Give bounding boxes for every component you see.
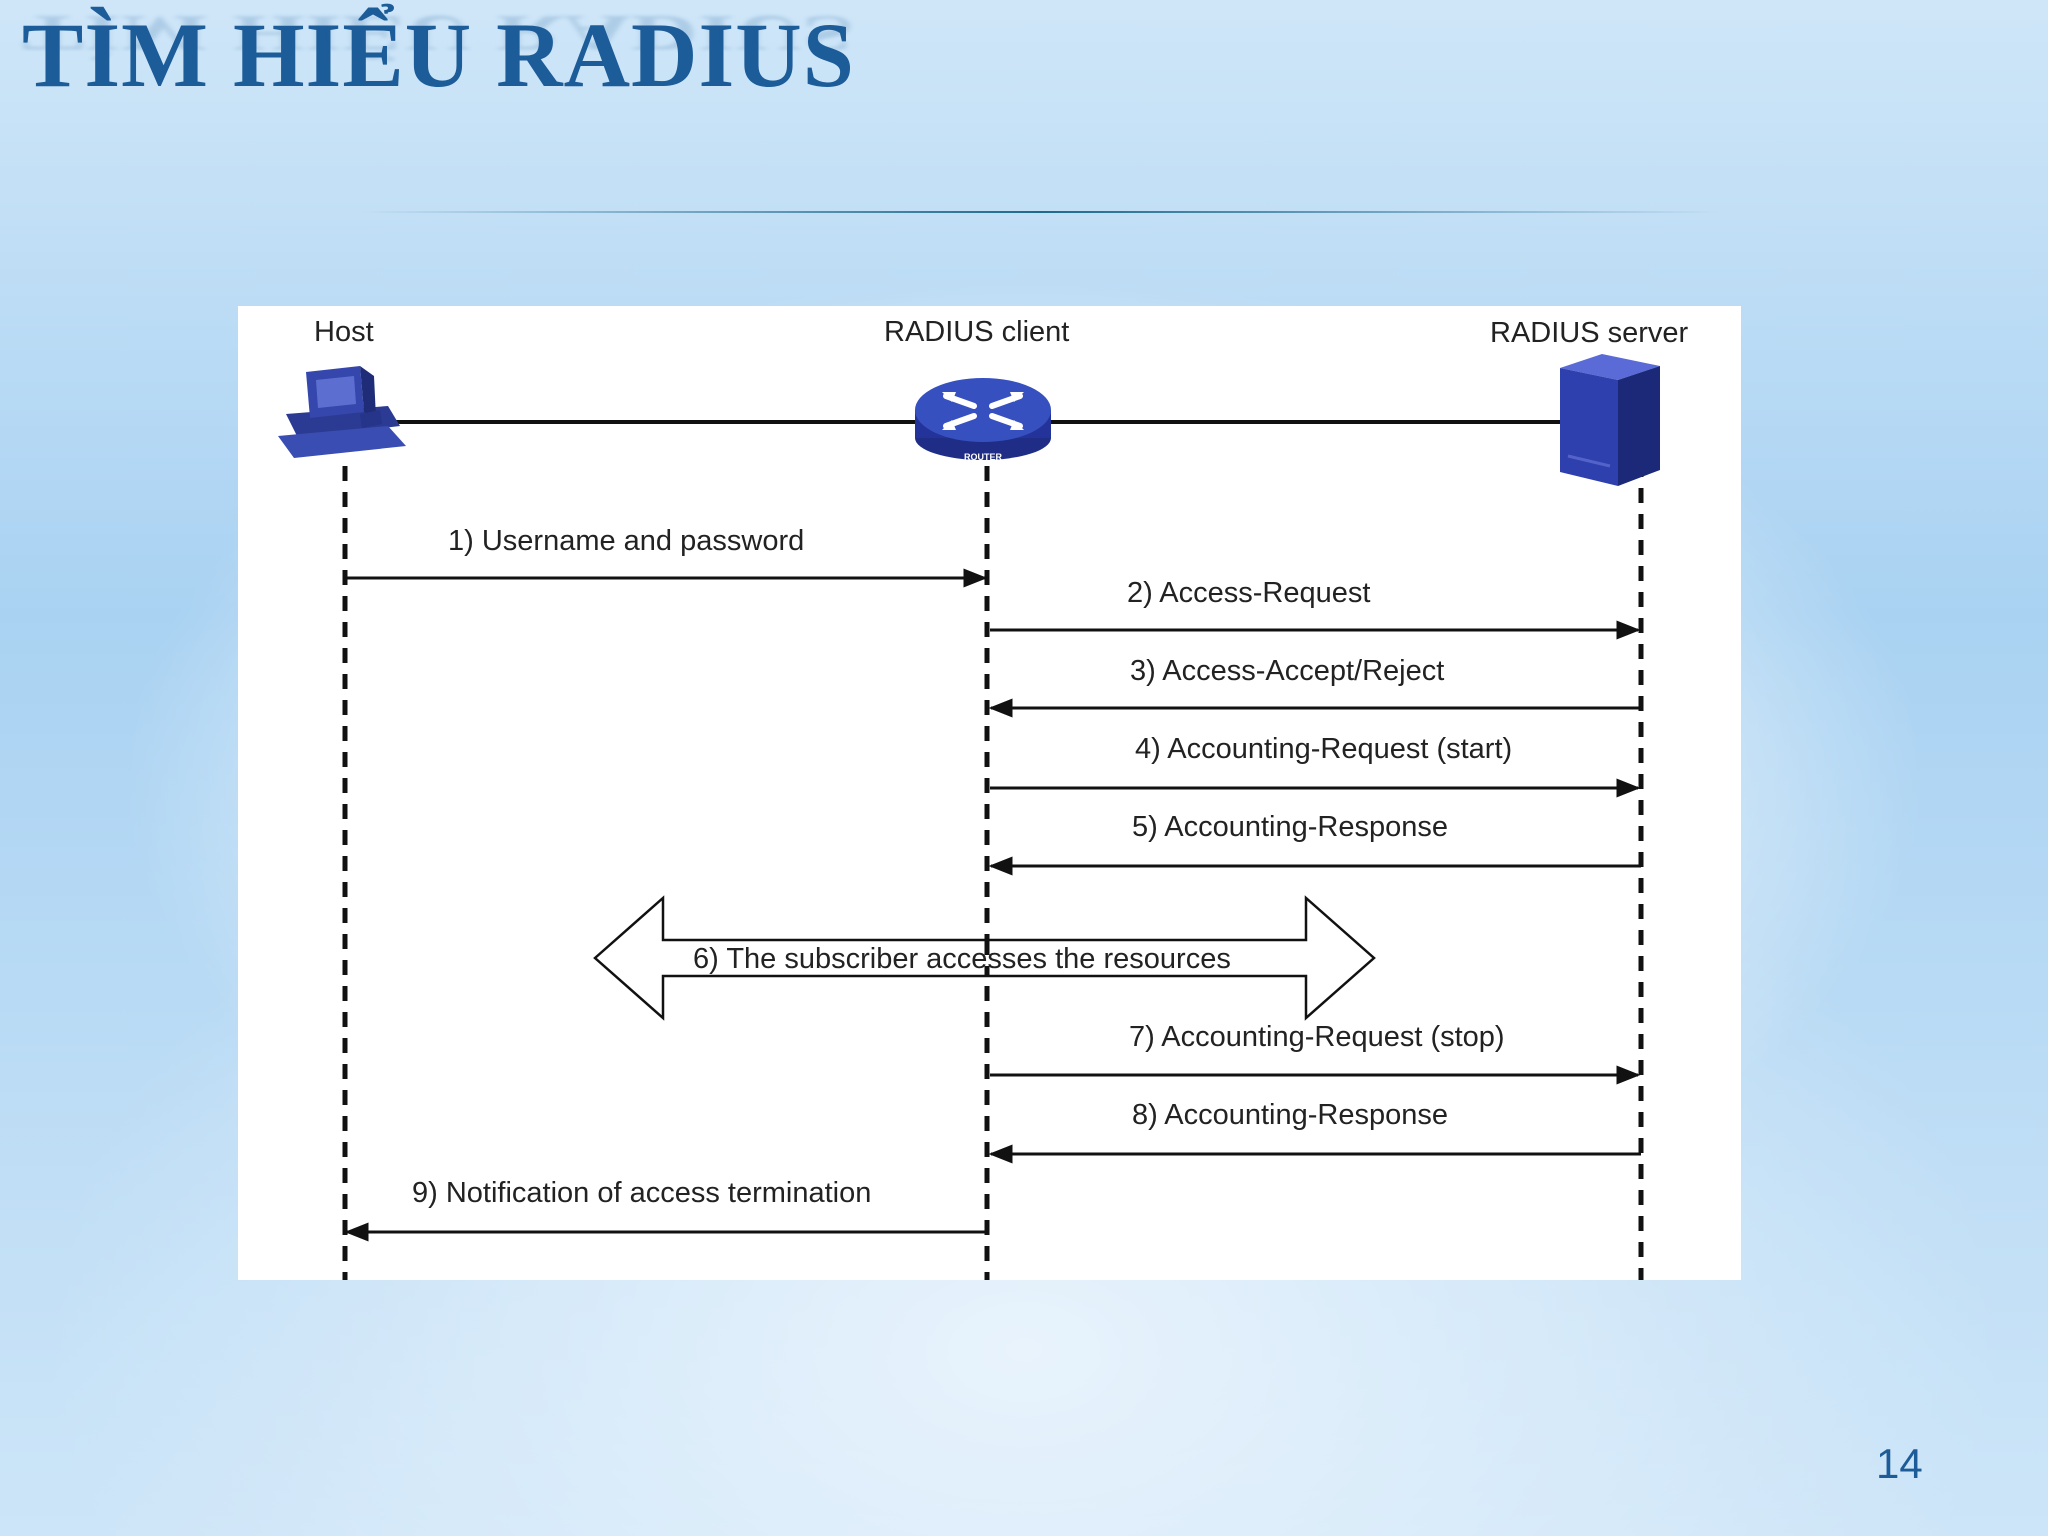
message-label-8: 8) Accounting-Response [1132, 1099, 1448, 1131]
page-number: 14 [1876, 1440, 1923, 1487]
message-double-arrow-6 [593, 895, 1376, 1021]
message-label-6: 6) The subscriber accesses the resources [693, 943, 1231, 975]
message-label-3: 3) Access-Accept/Reject [1130, 655, 1444, 687]
sequence-diagram-svg: Host RADIUS client RADIUS server ROUTER [278, 316, 1689, 1280]
message-label-5: 5) Accounting-Response [1132, 811, 1448, 843]
message-label-1: 1) Username and password [448, 525, 804, 557]
router-icon: ROUTER [915, 378, 1051, 462]
message-label-2: 2) Access-Request [1127, 577, 1370, 609]
entity-label-host: Host [314, 316, 374, 348]
message-label-9: 9) Notification of access termination [412, 1177, 871, 1209]
computer-icon [278, 366, 406, 458]
message-label-7: 7) Accounting-Request (stop) [1129, 1021, 1505, 1053]
slide-title: TÌM HIỂU RADIUS [22, 4, 855, 106]
entity-label-radius-server: RADIUS server [1490, 317, 1689, 349]
sequence-diagram: Host RADIUS client RADIUS server ROUTER [238, 306, 1741, 1280]
entity-label-radius-client: RADIUS client [884, 316, 1069, 348]
slide-title-reflection: TÌM HIỂU RADIUS [22, 4, 855, 61]
server-icon [1560, 354, 1660, 486]
router-icon-text: ROUTER [964, 452, 1003, 462]
message-label-4: 4) Accounting-Request (start) [1135, 733, 1512, 765]
title-divider [360, 211, 1720, 213]
